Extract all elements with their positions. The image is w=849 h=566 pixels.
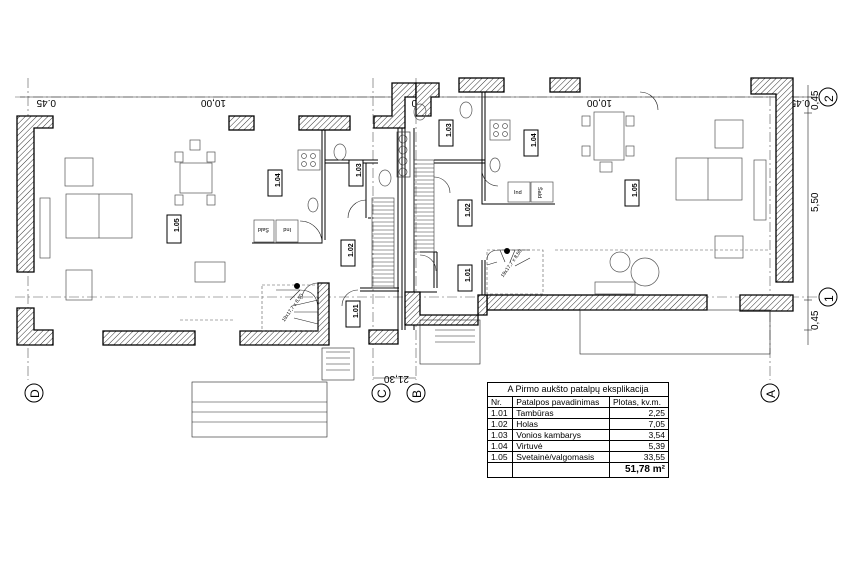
row-name: Vonios kambarys	[512, 429, 610, 441]
row-nr: 1.02	[486, 418, 514, 430]
room-label-right-1-02: 1.02	[457, 199, 473, 227]
room-label-right-1-05: 1.05	[624, 179, 640, 207]
svg-text:1.05: 1.05	[632, 183, 639, 197]
svg-text:B: B	[410, 390, 424, 398]
row-area: 3,54	[608, 429, 670, 441]
dim-left-end: 0.45	[36, 97, 56, 108]
header-area: Plotas, kv.m.	[608, 396, 670, 408]
dim-overall: 21,30	[384, 373, 409, 384]
svg-text:1: 1	[822, 295, 836, 302]
svg-text:1.02: 1.02	[465, 203, 472, 217]
row-nr: 1.04	[486, 440, 514, 452]
room-schedule-header: Nr. Patalpos pavadinimas Plotas, kv.m.	[486, 396, 670, 408]
stair-treads-right	[414, 163, 434, 249]
room-label-left-1-04: 1.04	[267, 169, 283, 197]
room-label-left-1-01: 1.01	[345, 300, 361, 328]
svg-text:D: D	[28, 389, 42, 398]
dim-left-span: 10,00	[201, 97, 226, 108]
appliance-label-right-2: Šald	[536, 187, 543, 198]
svg-text:1.03: 1.03	[356, 163, 363, 177]
axis-bubble-2: 2	[818, 87, 838, 107]
svg-text:A: A	[764, 390, 778, 398]
row-nr: 1.01	[486, 407, 514, 419]
appliance-label-left-2: Ind	[283, 226, 291, 232]
dim-right-end: 0.45	[790, 97, 810, 108]
header-name: Patalpos pavadinimas	[512, 396, 610, 408]
doors	[299, 91, 659, 307]
svg-text:2: 2	[822, 95, 836, 102]
total-empty-cell	[512, 462, 610, 478]
axis-bubble-c: C	[371, 383, 391, 403]
room-label-right-1-01: 1.01	[457, 264, 473, 292]
axis-bubble-1: 1	[818, 287, 838, 307]
furniture-left-living	[39, 139, 226, 301]
svg-text:C: C	[375, 389, 389, 398]
furniture-right-living	[555, 111, 770, 295]
dim-height-bottom: 0,45	[810, 310, 821, 330]
axis-bubble-a: A	[760, 383, 780, 403]
svg-text:1.03: 1.03	[446, 123, 453, 137]
room-schedule-table: A Pirmo aukšto patalpų eksplikacija Nr. …	[486, 382, 670, 478]
room-schedule-caption: A Pirmo aukšto patalpų eksplikacija	[487, 382, 669, 397]
table-row: 1.04 Virtuvė 5,39	[486, 440, 670, 452]
row-area: 5,39	[608, 440, 670, 452]
row-nr: 1.05	[486, 451, 514, 463]
row-area: 33,55	[608, 451, 670, 463]
table-row: 1.02 Holas 7,05	[486, 418, 670, 430]
axis-bubble-b: B	[406, 383, 426, 403]
appliance-label-right-1: Ind	[514, 190, 522, 196]
row-name: Tambūras	[512, 407, 610, 419]
table-row: 1.03 Vonios kambarys 3,54	[486, 429, 670, 441]
row-name: Holas	[512, 418, 610, 430]
total-area: 51,78 m²	[608, 462, 670, 478]
room-label-left-1-02: 1.02	[340, 239, 356, 267]
axis-bubble-d: D	[24, 383, 44, 403]
svg-text:1.04: 1.04	[531, 133, 538, 147]
stair-runs	[371, 131, 435, 289]
room-label-left-1-05: 1.05	[166, 214, 182, 244]
room-label-right-1-04: 1.04	[523, 129, 539, 157]
stair-left-winder: 19x17,7 x 8,50	[261, 283, 319, 332]
table-total-row: 51,78 m²	[486, 462, 670, 478]
room-label-left-1-03: 1.03	[348, 159, 364, 187]
table-row: 1.01 Tambūras 2,25	[486, 407, 670, 419]
row-nr: 1.03	[486, 429, 514, 441]
table-row: 1.05 Svetainė/valgomasis 33,55	[486, 451, 670, 463]
row-area: 2,25	[608, 407, 670, 419]
total-empty-cell	[486, 462, 514, 478]
row-name: Virtuvė	[512, 440, 610, 452]
svg-text:1.01: 1.01	[465, 268, 472, 282]
fixtures: Šald Ind Ind Šald	[253, 101, 554, 243]
row-area: 7,05	[608, 418, 670, 430]
svg-text:1.05: 1.05	[174, 218, 181, 232]
dim-height-top: 0,45	[810, 90, 821, 110]
svg-text:1.02: 1.02	[348, 243, 355, 257]
entrance-steps	[180, 309, 771, 438]
svg-text:1.04: 1.04	[275, 173, 282, 187]
header-nr: Nr.	[486, 396, 514, 408]
row-name: Svetainė/valgomasis	[512, 451, 610, 463]
partitions-right-unit	[405, 92, 555, 295]
svg-text:1.01: 1.01	[353, 304, 360, 318]
appliance-label-left-1: Šald	[258, 226, 269, 233]
stair-treads-left	[372, 201, 394, 287]
dim-right-span: 10,00	[587, 97, 612, 108]
dim-height-mid: 5,50	[810, 192, 821, 212]
room-label-right-1-03: 1.03	[438, 119, 454, 147]
stair-right-winder: 19x17,7 x 8,50	[486, 248, 544, 295]
